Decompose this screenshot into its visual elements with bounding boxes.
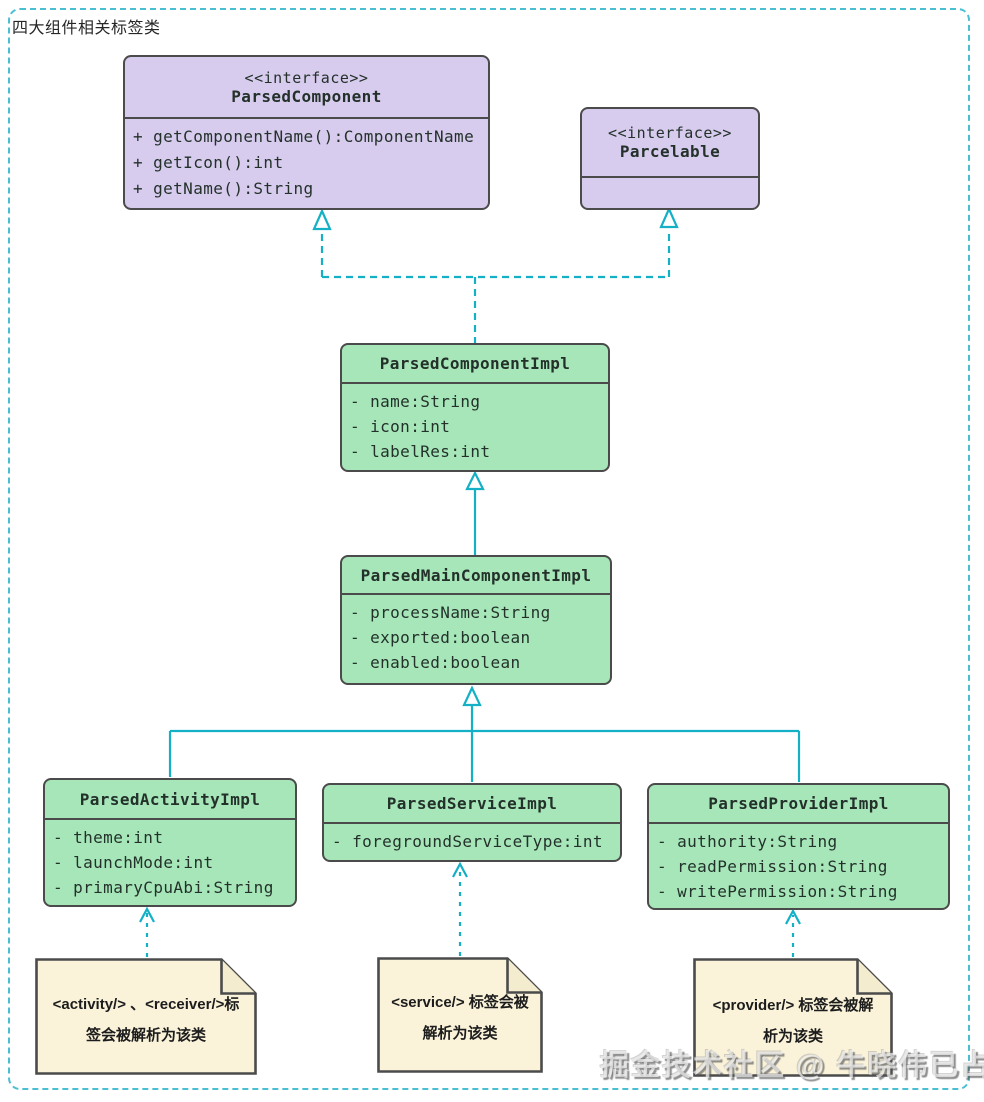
triangle-arrow-parsedcomponentimpl [465, 470, 485, 491]
class-header: <<interface>> ParsedComponent [125, 57, 488, 119]
class-name: ParsedServiceImpl [386, 794, 558, 813]
open-arrow-provider-note [785, 908, 801, 925]
class-box-parsedcomponent: <<interface>> ParsedComponent + getCompo… [123, 55, 490, 210]
triangle-arrow-parcelable [659, 206, 679, 229]
note-provider: <provider/> 标签会被解 析为该类 [693, 958, 893, 1077]
stereotype-label: <<interface>> [244, 68, 369, 87]
note-fold-corner [856, 959, 892, 995]
class-members: + getComponentName():ComponentName + get… [125, 119, 488, 202]
member-row: - theme:int [53, 828, 164, 847]
class-header: ParsedMainComponentImpl [342, 557, 610, 595]
class-name: ParsedComponent [231, 86, 382, 106]
class-header: ParsedServiceImpl [324, 785, 620, 824]
member-row: - foregroundServiceType:int [332, 832, 603, 851]
member-row: - processName:String [350, 603, 551, 622]
class-name: ParsedComponentImpl [379, 354, 571, 373]
class-box-parsedproviderimpl: ParsedProviderImpl - authority:String - … [647, 783, 950, 910]
class-box-parsedserviceimpl: ParsedServiceImpl - foregroundServiceTyp… [322, 783, 622, 862]
class-members: - processName:String - exported:boolean … [342, 595, 610, 675]
diagram-title: 四大组件相关标签类 [12, 20, 161, 37]
class-members [582, 178, 758, 183]
note-fold-corner [220, 959, 256, 995]
class-box-parsedmaincomponentimpl: ParsedMainComponentImpl - processName:St… [340, 555, 612, 685]
class-members: - authority:String - readPermission:Stri… [649, 824, 948, 904]
note-shape [377, 957, 543, 1073]
class-name: ParsedActivityImpl [79, 789, 261, 809]
member-row: - exported:boolean [350, 628, 531, 647]
stereotype-label: <<interface>> [608, 124, 732, 142]
member-row: + getComponentName():ComponentName [133, 127, 475, 146]
triangle-arrow-parsedmaincomponentimpl [462, 685, 482, 707]
member-row: + getIcon():int [133, 153, 284, 172]
member-row: - writePermission:String [657, 882, 898, 901]
note-line: <service/> 标签会被 [391, 994, 529, 1011]
open-arrow-service-note [452, 861, 468, 878]
class-members: - theme:int - launchMode:int - primaryCp… [45, 820, 295, 900]
class-header: ParsedProviderImpl [649, 785, 948, 824]
class-box-parsedactivityimpl: ParsedActivityImpl - theme:int - launchM… [43, 778, 297, 907]
class-name: ParsedMainComponentImpl [360, 565, 592, 585]
note-service: <service/> 标签会被 解析为该类 [377, 957, 543, 1073]
class-header: ParsedActivityImpl [45, 780, 295, 820]
note-line: 析为该类 [762, 1027, 823, 1045]
class-members: - foregroundServiceType:int [324, 824, 620, 854]
note-line: <activity/> 、<receiver/>标 [52, 995, 240, 1013]
member-row: - name:String [350, 392, 481, 411]
member-row: - icon:int [350, 417, 451, 436]
member-row: - readPermission:String [657, 857, 888, 876]
triangle-arrow-parsedcomponent [312, 208, 332, 231]
class-box-parcelable: <<interface>> Parcelable [580, 107, 760, 210]
member-row: - labelRes:int [350, 442, 491, 461]
note-text: <activity/> 、<receiver/>标 签会被解析为该类 [35, 958, 257, 1075]
note-line: <provider/> 标签会被解 [712, 996, 874, 1014]
member-row: - authority:String [657, 832, 838, 851]
note-activity-receiver: <activity/> 、<receiver/>标 签会被解析为该类 [35, 958, 257, 1075]
note-text: <service/> 标签会被 解析为该类 [377, 957, 543, 1073]
note-line: 解析为该类 [422, 1025, 498, 1042]
class-header: <<interface>> Parcelable [582, 109, 758, 178]
note-fold-corner [506, 958, 542, 994]
note-shape [35, 958, 257, 1075]
note-line: 签会被解析为该类 [85, 1026, 206, 1044]
member-row: - enabled:boolean [350, 653, 521, 672]
class-members: - name:String - icon:int - labelRes:int [342, 384, 608, 464]
note-shape [693, 958, 893, 1077]
class-name: Parcelable [619, 142, 721, 161]
open-arrow-activity-note [139, 906, 155, 923]
diagram-frame [8, 8, 970, 1090]
member-row: - launchMode:int [53, 853, 214, 872]
class-header: ParsedComponentImpl [342, 345, 608, 384]
class-box-parsedcomponentimpl: ParsedComponentImpl - name:String - icon… [340, 343, 610, 472]
class-name: ParsedProviderImpl [708, 794, 889, 813]
note-text: <provider/> 标签会被解 析为该类 [693, 958, 893, 1077]
member-row: - primaryCpuAbi:String [53, 878, 274, 897]
member-row: + getName():String [133, 179, 314, 198]
watermark: 掘金技术社区 @ 牛晓伟已占用 [600, 1050, 984, 1082]
